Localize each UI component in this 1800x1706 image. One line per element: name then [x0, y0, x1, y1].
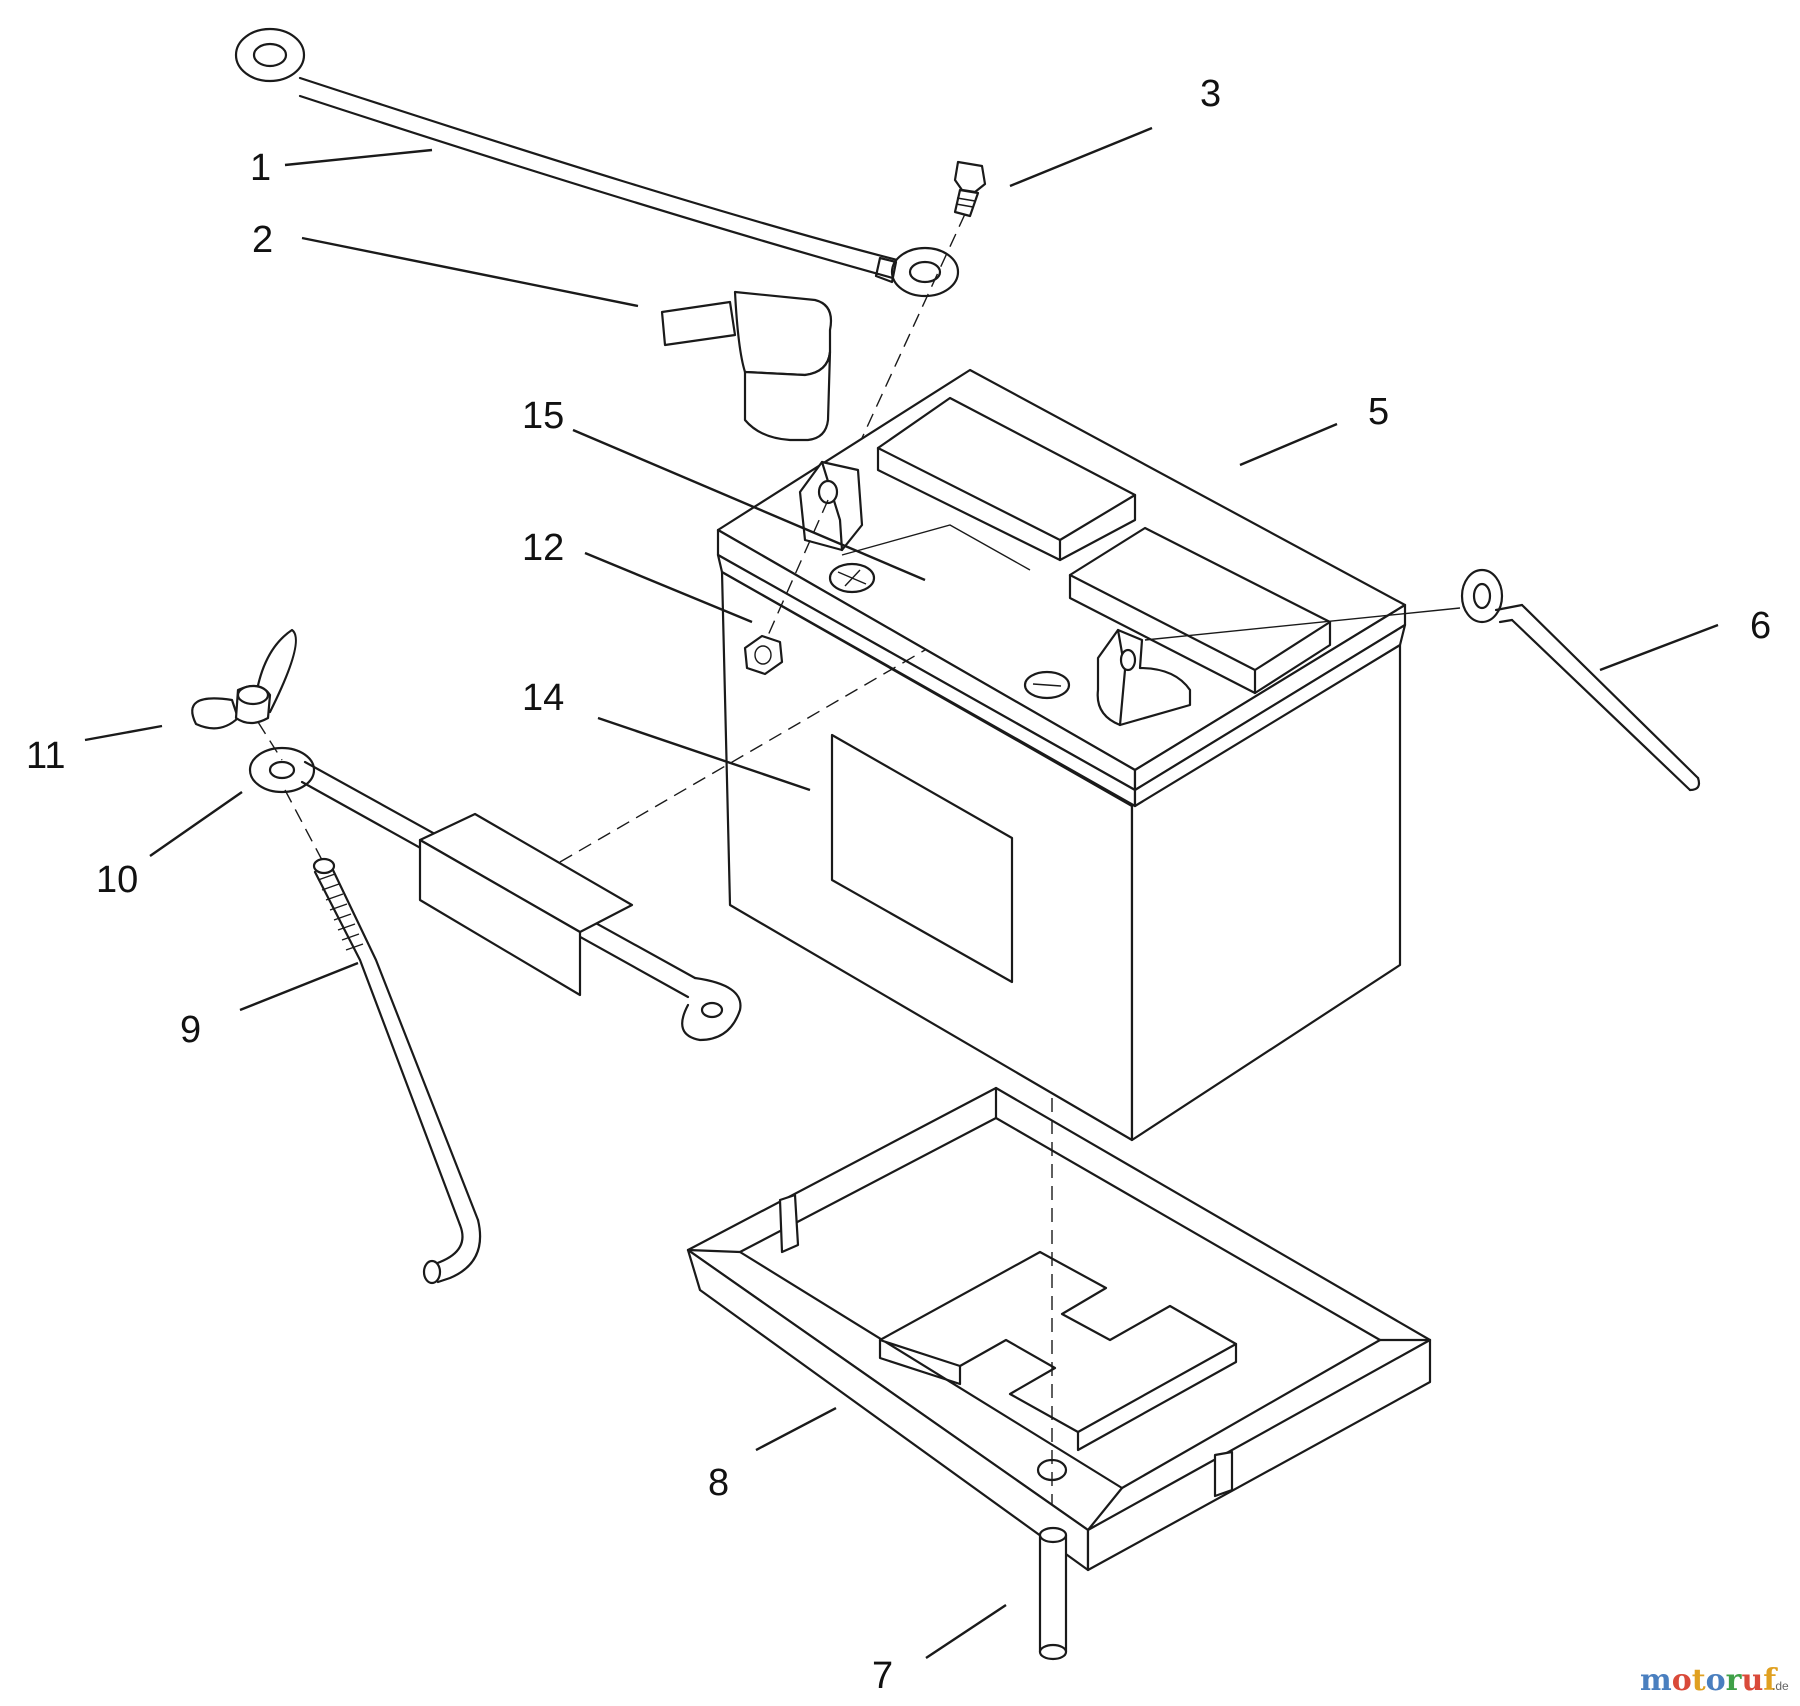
bracket-alignment-line	[559, 649, 926, 863]
leader-lines	[84, 126, 1719, 1660]
j-bolt	[284, 789, 482, 1285]
spacer-sleeve	[1038, 1526, 1068, 1661]
bolt-alignment-line	[844, 213, 966, 476]
callout-15: 15	[522, 395, 564, 437]
watermark: motoruf .de	[1640, 1663, 1789, 1698]
callout-8: 8	[708, 1462, 729, 1504]
wing-nut	[191, 628, 297, 730]
callout-10: 10	[96, 859, 138, 901]
callout-7: 7	[872, 1655, 893, 1697]
terminal-boot	[660, 290, 833, 442]
callout-14: 14	[522, 677, 564, 719]
battery-tray	[686, 1086, 1432, 1572]
callout-11: 11	[26, 735, 65, 777]
watermark-suffix: .de	[1772, 1679, 1789, 1693]
watermark-text: motoruf	[1640, 1663, 1778, 1698]
callout-5: 5	[1368, 391, 1389, 433]
terminal-bolt	[953, 160, 987, 218]
battery-cable-positive	[234, 27, 960, 298]
hold-down-bracket	[248, 746, 742, 1042]
callout-1: 1	[250, 147, 271, 189]
battery	[716, 368, 1407, 1142]
nut-alignment-line	[765, 499, 829, 641]
callout-3: 3	[1200, 73, 1221, 115]
callout-2: 2	[252, 219, 273, 261]
wingnut-alignment-line	[257, 721, 283, 761]
battery-cable-negative	[1144, 568, 1701, 792]
callout-6: 6	[1750, 605, 1771, 647]
callout-9: 9	[180, 1009, 201, 1051]
callout-12: 12	[522, 527, 564, 569]
